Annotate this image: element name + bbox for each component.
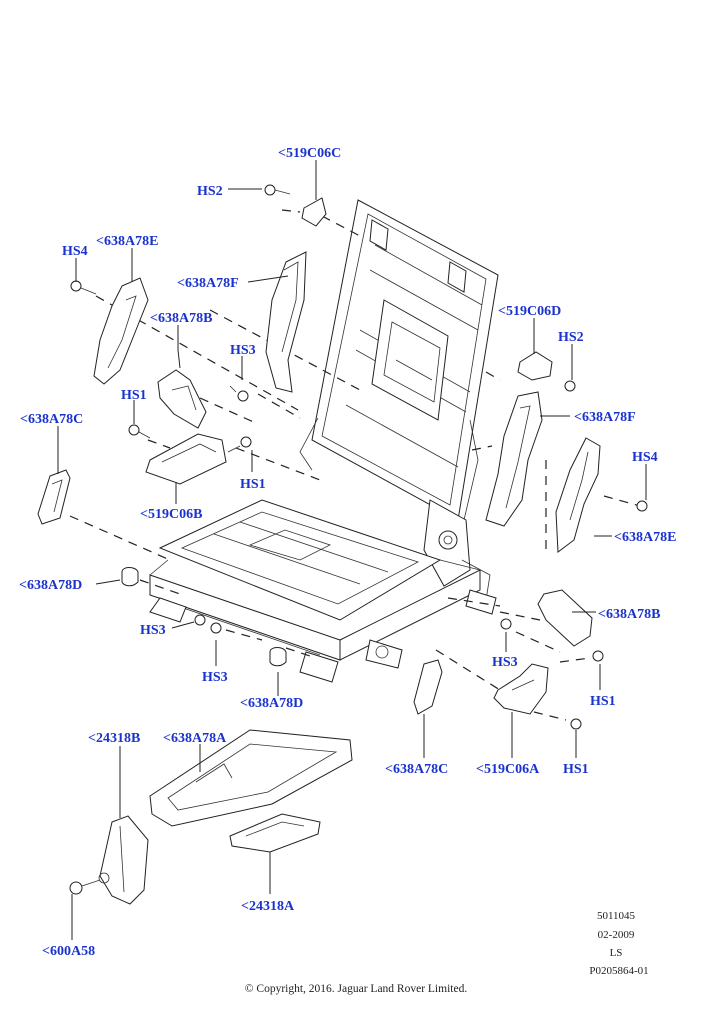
label-638a78b-right: <638A78B [598, 607, 660, 622]
screw-hs3-a [194, 614, 206, 626]
seat-frame [149, 199, 499, 683]
label-638a78f-left: <638A78F [177, 276, 239, 291]
diagram-ref: P0205864-01 [589, 965, 648, 977]
label-hs2-top: HS2 [197, 184, 223, 199]
label-hs3-top: HS3 [230, 343, 256, 358]
label-638a78c-left: <638A78C [20, 412, 83, 427]
label-638a78a: <638A78A [163, 731, 227, 746]
label-638a78d-left: <638A78D [19, 578, 82, 593]
screw-hs3-right [500, 618, 512, 630]
screw-hs1-left [128, 424, 151, 439]
part-638a78c-left [37, 469, 71, 525]
label-hs2-right: HS2 [558, 330, 584, 345]
part-24318b [99, 815, 149, 905]
label-519c06b: <519C06B [140, 507, 202, 522]
diagram-code: 5011045 [597, 910, 636, 922]
label-638a78e-right: <638A78E [614, 530, 676, 545]
part-638a78e-left [93, 277, 149, 385]
part-519c06d [517, 351, 553, 381]
part-638a78f-left [265, 251, 307, 393]
label-24318a: <24318A [241, 899, 295, 914]
label-hs1-right-a: HS1 [590, 694, 616, 709]
label-hs3-a: HS3 [140, 623, 166, 638]
part-638a78a [149, 729, 353, 827]
diagram-date: 02-2009 [598, 929, 635, 941]
screw-hs4-left [70, 280, 97, 295]
screw-hs3-b [210, 622, 222, 634]
label-638a78c-right: <638A78C [385, 762, 448, 777]
part-638a78b-right [537, 589, 593, 647]
label-638a78d-mid: <638A78D [240, 696, 303, 711]
label-24318b: <24318B [88, 731, 140, 746]
label-638a78f-right: <638A78F [574, 410, 636, 425]
copyright-text: © Copyright, 2016. Jaguar Land Rover Lim… [245, 983, 468, 995]
label-hs1-mid: HS1 [240, 477, 266, 492]
part-638a78d-left [121, 567, 139, 587]
label-519c06a: <519C06A [476, 762, 540, 777]
label-638a78e-left: <638A78E [96, 234, 158, 249]
label-519c06d: <519C06D [498, 304, 561, 319]
part-638a78f-right [485, 391, 543, 527]
label-hs1-left: HS1 [121, 388, 147, 403]
label-hs3-b: HS3 [202, 670, 228, 685]
diagram-variant: LS [610, 947, 623, 959]
screw-hs1-right-b [570, 718, 582, 730]
label-hs3-right: HS3 [492, 655, 518, 670]
part-519c06b [145, 433, 227, 485]
label-hs1-right-b: HS1 [563, 762, 589, 777]
screw-600a58 [69, 879, 101, 895]
label-638a78b-left: <638A78B [150, 311, 212, 326]
screw-hs2-right [564, 380, 576, 392]
part-519c06a [493, 663, 549, 715]
part-638a78b-left [157, 369, 207, 429]
screw-hs1-mid [227, 436, 252, 453]
part-638a78c-right [413, 659, 443, 715]
label-600a58: <600A58 [42, 944, 95, 959]
part-519c06c [301, 197, 327, 227]
part-638a78e-right [555, 437, 601, 553]
part-24318a [229, 813, 321, 853]
leader-lines [57, 160, 647, 940]
part-638a78d-mid [269, 647, 287, 667]
label-519c06c: <519C06C [278, 146, 341, 161]
label-hs4-right: HS4 [632, 450, 658, 465]
screw-hs1-right-a [592, 650, 604, 662]
screw-hs3-top [229, 385, 249, 402]
screw-hs4-right [636, 500, 648, 512]
screw-hs2-top [264, 184, 291, 196]
label-hs4-left: HS4 [62, 244, 88, 259]
